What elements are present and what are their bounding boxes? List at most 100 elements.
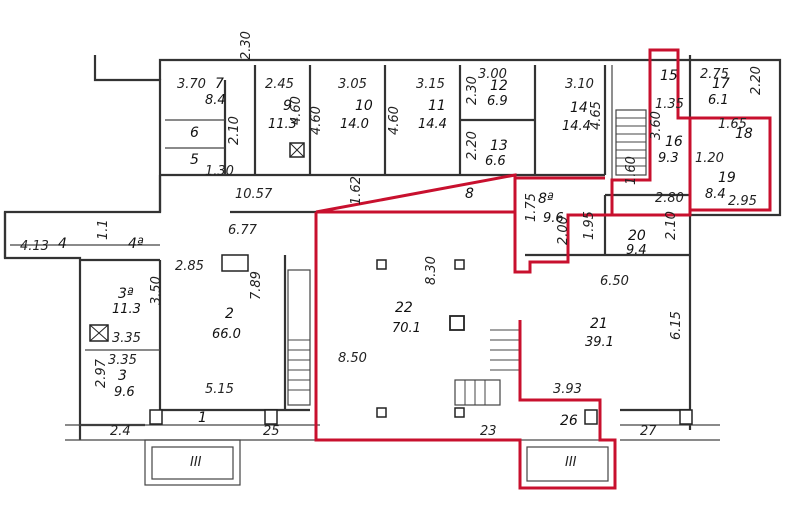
dim-label: 2.20 [465, 131, 480, 160]
columns [89, 142, 693, 425]
dim-label: 1.30 [205, 164, 234, 179]
dim-label: 2.00 [556, 216, 571, 245]
room-area-20: 9.4 [626, 243, 647, 258]
room-area-3: 9.6 [114, 385, 135, 400]
stairs-top [615, 109, 647, 176]
dim-label: 3.93 [553, 382, 582, 397]
room-num-10: 10 [355, 98, 373, 114]
room-labels: 7 8.4 9 11.3 10 14.0 11 14.4 12 6.9 13 6… [58, 68, 753, 429]
dim-label: 2.10 [664, 211, 679, 240]
dim-label: 5.15 [205, 382, 234, 397]
dim-label: 4.13 [20, 239, 49, 254]
dim-label: 1.35 [655, 97, 684, 112]
dim-label: 1.95 [582, 211, 597, 240]
outer-walls [3, 55, 782, 441]
room-num-26: 26 [560, 413, 578, 429]
highlighted-area [314, 48, 772, 490]
dim-label: 27 [640, 424, 657, 439]
dim-label: 2.95 [728, 194, 757, 209]
dim-label: 4.60 [289, 96, 304, 125]
dim-label: 3.70 [177, 77, 206, 92]
stairs-left [287, 269, 311, 406]
dim-label: 3.35 [108, 353, 137, 368]
dim-label: 10.57 [235, 187, 273, 202]
stairs-center [454, 329, 520, 406]
entrance-left [144, 439, 241, 486]
room-area-22: 70.1 [392, 321, 421, 336]
room-area-21: 39.1 [585, 335, 614, 350]
room-num-16: 16 [665, 134, 683, 150]
dimension-labels: 3.70 2.45 3.05 3.15 3.00 3.10 2.75 2.30 … [20, 31, 764, 470]
room-num-13: 13 [490, 138, 508, 154]
dim-label: 2.80 [655, 191, 684, 206]
room-num-19: 19 [718, 170, 736, 186]
dim-label: 3.50 [149, 276, 164, 305]
room-num-14: 14 [570, 100, 588, 116]
dim-label: 25 [263, 424, 280, 439]
dim-label: 1.1 [96, 219, 111, 240]
dim-label: 23 [480, 424, 497, 439]
room-num-17: 17 [712, 76, 730, 92]
room-num-2: 2 [225, 306, 234, 322]
room-num-3a: 3ª [118, 286, 134, 302]
dim-label: 3.00 [478, 67, 507, 82]
room-num-1: 1 [198, 410, 207, 426]
room-num-4: 4 [58, 236, 67, 252]
dim-label: 2.30 [239, 31, 254, 60]
room-area-13: 6.6 [485, 154, 506, 169]
room-num-5: 5 [190, 152, 199, 168]
room-area-17: 6.1 [708, 93, 729, 108]
room-area-8a: 9.6 [543, 211, 564, 226]
room-num-6: 6 [190, 125, 199, 141]
room-num-3: 3 [118, 368, 127, 384]
room-area-16: 9.3 [658, 151, 679, 166]
dim-label: 3.15 [416, 77, 445, 92]
room-area-19: 8.4 [705, 187, 726, 202]
dim-label: 1.20 [695, 151, 724, 166]
room-area-9: 11.3 [268, 117, 297, 132]
room-num-9: 9 [283, 98, 292, 114]
dim-label: 2.10 [227, 116, 242, 145]
room-num-22: 22 [395, 300, 413, 316]
room-area-7: 8.4 [205, 93, 226, 108]
dim-label: 2.75 [700, 67, 729, 82]
dim-label: 2.4 [110, 424, 131, 439]
dim-label: 1.75 [524, 193, 539, 222]
room-num-8a: 8ª [538, 191, 554, 207]
room-num-20: 20 [628, 228, 646, 244]
dim-label: 6.15 [669, 311, 684, 340]
room-area-12: 6.9 [487, 94, 508, 109]
dim-label: 8.30 [424, 256, 439, 285]
dim-label: 2.85 [175, 259, 204, 274]
dim-label: 1.60 [624, 156, 639, 185]
room-area-14: 14.4 [562, 119, 591, 134]
room-num-8: 8 [465, 186, 474, 202]
entrance-marker-right: III [565, 455, 577, 470]
room-num-12: 12 [490, 78, 508, 94]
dim-label: 1.62 [349, 176, 364, 205]
dim-label: 2.20 [749, 66, 764, 95]
dim-label: 2.45 [265, 77, 294, 92]
room-num-15: 15 [660, 68, 678, 84]
room-area-11: 14.4 [418, 117, 447, 132]
dim-label: 2.30 [465, 76, 480, 105]
dim-label: 4.60 [387, 106, 402, 135]
room-area-3a: 11.3 [112, 302, 141, 317]
dim-label: 3.60 [649, 111, 664, 140]
dim-label: 8.50 [338, 351, 367, 366]
entrance-marker-left: III [190, 455, 202, 470]
dim-label: 6.77 [228, 223, 258, 238]
dim-label: 1.65 [718, 117, 747, 132]
dim-label: 3.35 [112, 331, 141, 346]
dim-label: 3.10 [565, 77, 594, 92]
dim-label: 6.50 [600, 274, 629, 289]
dim-label: 4.65 [589, 101, 604, 130]
room-num-4a: 4ª [128, 236, 144, 252]
dim-label: 7.89 [249, 271, 264, 300]
room-num-7: 7 [215, 76, 224, 92]
room-num-11: 11 [428, 98, 446, 114]
dim-label: 4.60 [309, 106, 324, 135]
dim-label: 3.05 [338, 77, 367, 92]
room-num-18: 18 [735, 126, 753, 142]
